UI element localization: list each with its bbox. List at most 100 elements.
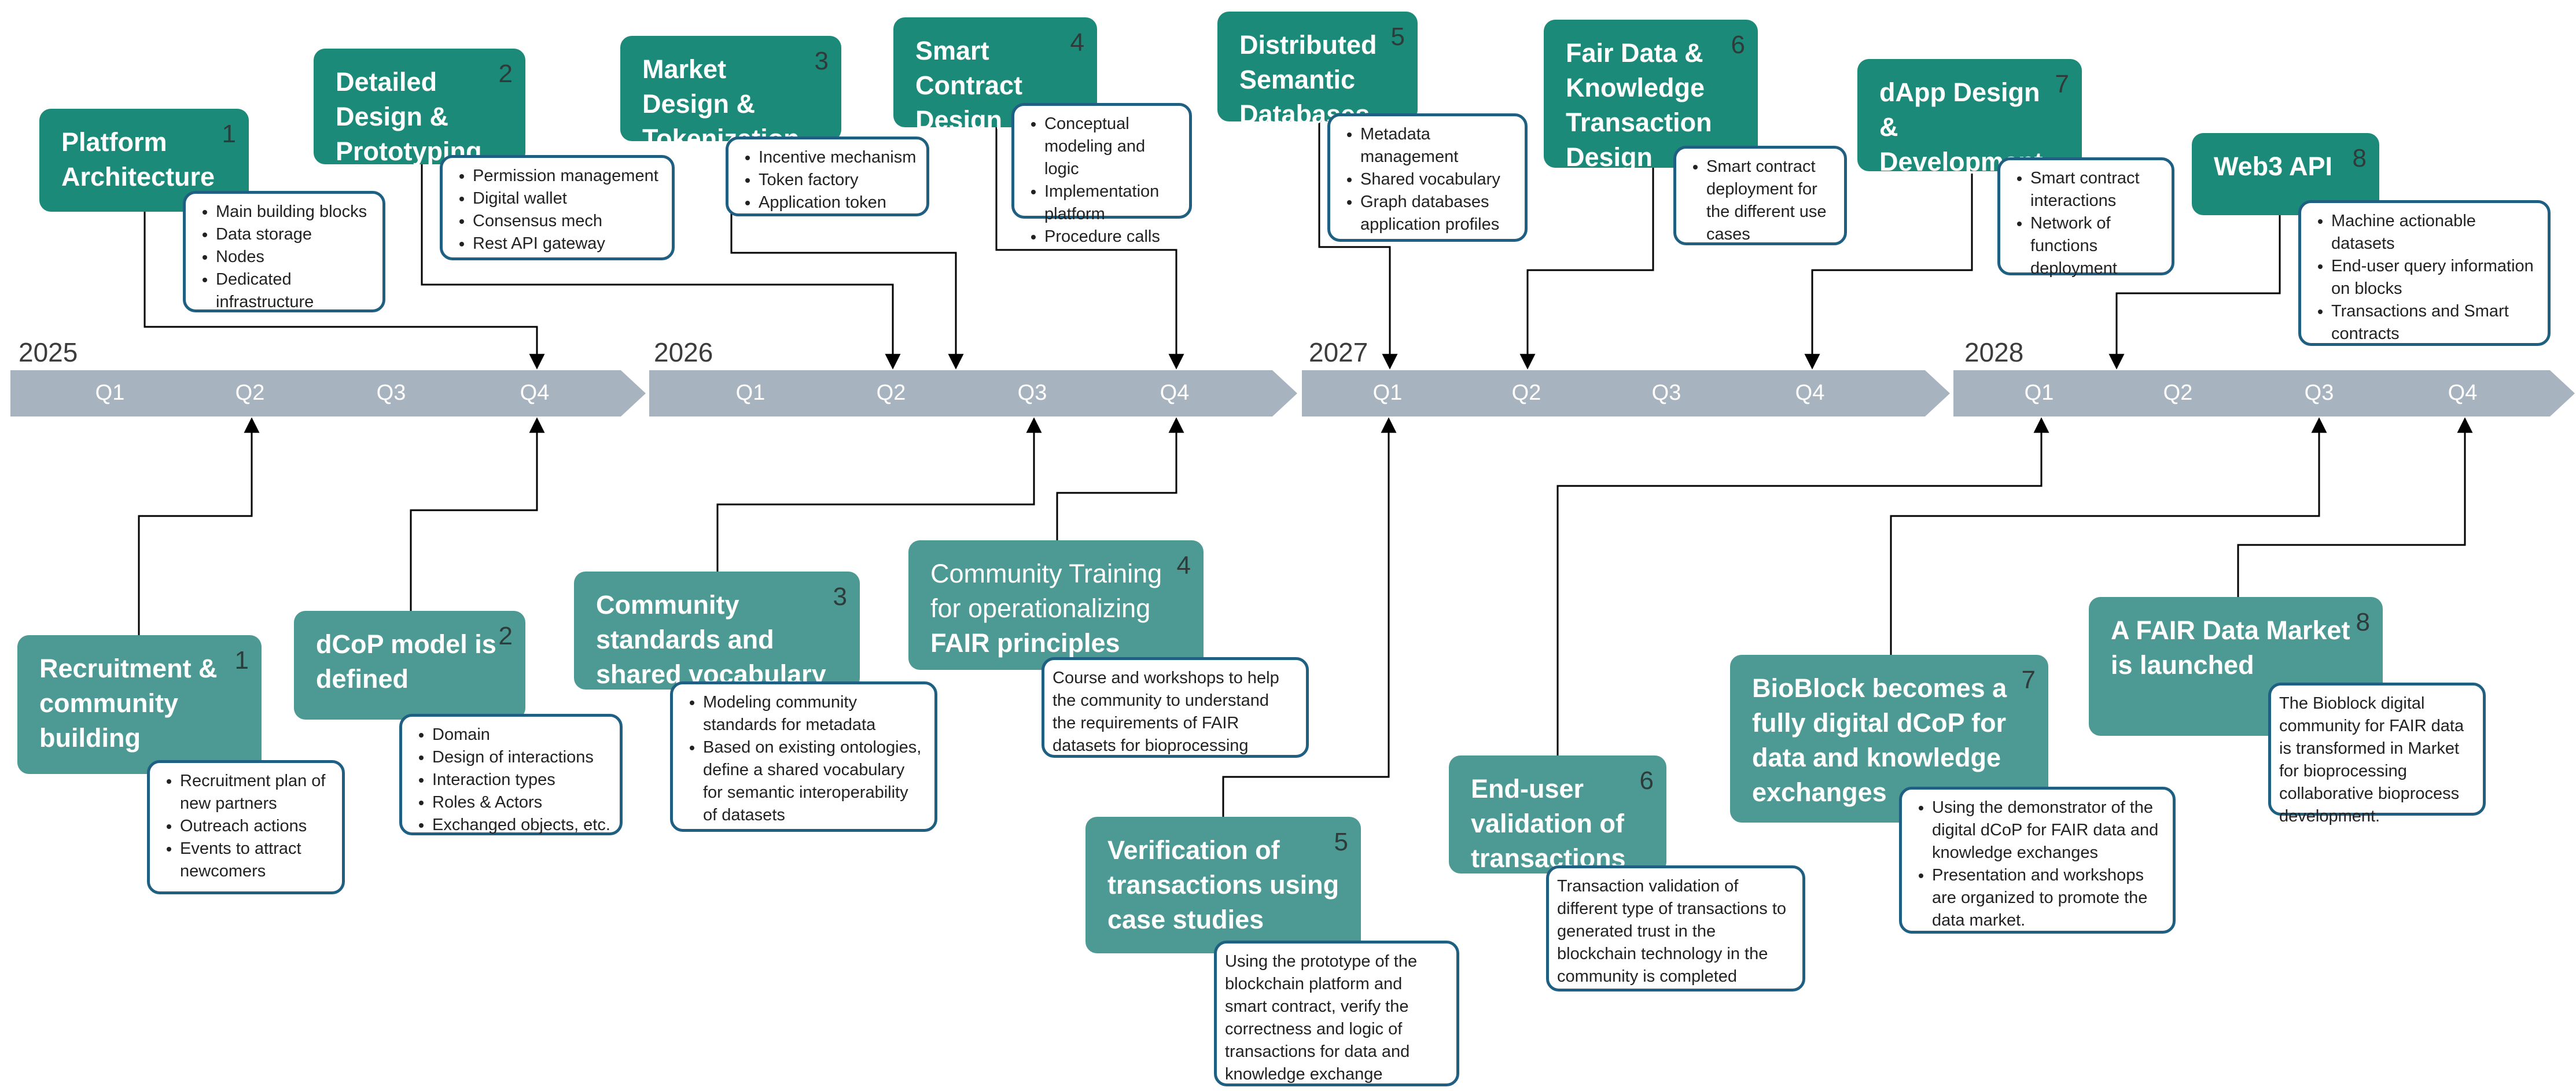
connector-top-5: [1318, 121, 1398, 370]
milestone-bottom-7-details: Using the demonstrator of the digital dC…: [1899, 787, 2176, 934]
detail-item: Presentation and workshops are organized…: [1932, 864, 2163, 932]
title-line: BioBlock becomes a: [1752, 673, 2007, 703]
title-line: Architecture: [61, 162, 215, 191]
title-line: Transaction: [1566, 108, 1712, 137]
connector-bottom-4: [1056, 417, 1184, 541]
detail-item: Interaction types: [432, 769, 610, 791]
detail-item: Roles & Actors: [432, 791, 610, 814]
detail-item: Nodes: [216, 246, 373, 268]
milestone-number: 4: [1176, 551, 1191, 580]
detail-text: Using the prototype of the blockchain pl…: [1225, 952, 1418, 1083]
milestone-number: 5: [1334, 828, 1348, 856]
milestone-number: 8: [2356, 608, 2370, 636]
detail-text: Course and workshops to help the communi…: [1053, 669, 1279, 755]
quarter-label: Q4: [2448, 381, 2478, 405]
connector-bottom-6: [1556, 417, 2049, 758]
title-line: validation of: [1471, 809, 1625, 838]
quarter-label: Q3: [1651, 381, 1681, 405]
detail-item: Recruitment plan of new partners: [180, 770, 333, 815]
milestone-number: 3: [814, 47, 829, 75]
title-line: Semantic: [1239, 65, 1356, 94]
milestone-top-5-details: Metadata management Shared vocabulary Gr…: [1327, 113, 1528, 242]
connector-bottom-7: [1890, 417, 2327, 655]
milestone-bottom-4-title: Community Training for operationalizing …: [908, 540, 1204, 670]
connector-top-7: [1804, 174, 1973, 370]
milestone-bottom-3-title: Community standards and shared vocabular…: [574, 572, 860, 690]
quarter-label: Q3: [376, 381, 406, 405]
milestone-top-2-details: Permission management Digital wallet Con…: [440, 155, 675, 260]
detail-text: Transaction validation of different type…: [1557, 877, 1787, 986]
detail-item: Procedure calls: [1044, 226, 1180, 248]
title-line: &: [1879, 112, 1898, 142]
title-line: building: [39, 723, 141, 753]
milestone-top-8-details: Machine actionable datasets End-user que…: [2298, 200, 2551, 346]
detail-item: Network of functions deployment: [2030, 212, 2162, 280]
milestone-top-5-title: Distributed Semantic Databases 5: [1217, 12, 1418, 129]
connector-top-1: [143, 208, 545, 370]
quarter-label: Q1: [735, 381, 766, 405]
title-line: data and knowledge: [1752, 743, 2001, 772]
quarter-label: Q3: [1017, 381, 1047, 405]
connector-top-2: [421, 162, 901, 370]
milestone-bottom-1-details: Recruitment plan of new partners Outreac…: [147, 760, 345, 894]
detail-item-line: infrastructure: [216, 293, 314, 311]
title-line: standards and: [596, 625, 774, 654]
title-line: Platform: [61, 127, 167, 157]
detail-item: Conceptual modeling and logic: [1044, 113, 1180, 180]
title-line: dApp Design: [1879, 78, 2040, 107]
milestone-top-4-title: Smart Contract Design 4: [893, 17, 1097, 135]
milestone-number: 1: [234, 646, 249, 674]
quarter-label: Q3: [2304, 381, 2334, 405]
connector-bottom-3: [716, 417, 1042, 572]
detail-item: Outreach actions: [180, 815, 333, 838]
detail-item-line: Dedicated: [216, 270, 292, 289]
milestone-bottom-5-title: Verification of transactions using case …: [1085, 817, 1361, 953]
title-line: Web3 API: [2214, 152, 2333, 181]
milestone-bottom-8-title: A FAIR Data Market is launched 8: [2089, 597, 2383, 736]
milestone-top-7-details: Smart contract interactions Network of f…: [1997, 157, 2174, 278]
title-line: Design &: [642, 89, 756, 119]
milestone-top-6-title: Fair Data & Knowledge Transaction Design…: [1544, 20, 1758, 172]
title-line: Market: [642, 54, 727, 84]
detail-item: Machine actionable datasets: [2331, 210, 2538, 255]
detail-item: Based on existing ontologies, define a s…: [703, 736, 925, 827]
title-line: case studies: [1107, 905, 1264, 934]
milestone-bottom-6-title: End-user validation of transactions 6: [1449, 755, 1666, 873]
quarter-label: Q1: [1372, 381, 1403, 405]
title-line: exchanges: [1752, 777, 1887, 807]
title-line: Recruitment &: [39, 654, 218, 683]
milestone-number: 5: [1390, 23, 1405, 51]
connector-bottom-8: [2237, 417, 2473, 598]
quarter-label: Q4: [520, 381, 550, 405]
detail-item: Design of interactions: [432, 746, 610, 769]
detail-item: Incentive mechanism: [759, 146, 917, 169]
milestone-number: 7: [2021, 666, 2036, 694]
detail-item: Digital wallet: [473, 187, 663, 210]
title-line: FAIR principles: [930, 628, 1120, 658]
milestone-bottom-2-title: dCoP model is defined 2: [294, 611, 525, 720]
detail-item: Modeling community standards for metadat…: [703, 691, 925, 736]
title-line: community: [39, 688, 179, 718]
title-line: Design: [915, 105, 1003, 135]
title-line: Design &: [336, 102, 449, 131]
milestone-number: 8: [2352, 144, 2367, 172]
title-line: is launched: [2111, 650, 2254, 680]
milestone-bottom-1-title: Recruitment & community building 1: [17, 635, 262, 774]
milestone-top-1-details: Main building blocks Data storage Nodes …: [183, 191, 385, 312]
timeline-arrow-2025: [10, 370, 646, 417]
milestone-top-8-title: Web3 API 8: [2192, 133, 2379, 215]
milestone-number: 1: [222, 120, 236, 148]
quarter-label: Q1: [2024, 381, 2054, 405]
detail-item: Dedicated infrastructure: [216, 268, 373, 314]
detail-item: Domain: [432, 724, 610, 746]
detail-item: End-user query information on blocks: [2331, 255, 2538, 300]
detail-item: Metadata management: [1360, 123, 1515, 168]
title-line: A FAIR Data Market: [2111, 615, 2350, 645]
milestone-top-3-details: Incentive mechanism Token factory Applic…: [726, 137, 929, 216]
detail-item: Main building blocks: [216, 201, 373, 223]
detail-item: Using the demonstrator of the digital dC…: [1932, 797, 2163, 864]
detail-item: Smart contract interactions: [2030, 167, 2162, 212]
title-line: Knowledge: [1566, 73, 1705, 102]
title-line: transactions using: [1107, 870, 1339, 900]
